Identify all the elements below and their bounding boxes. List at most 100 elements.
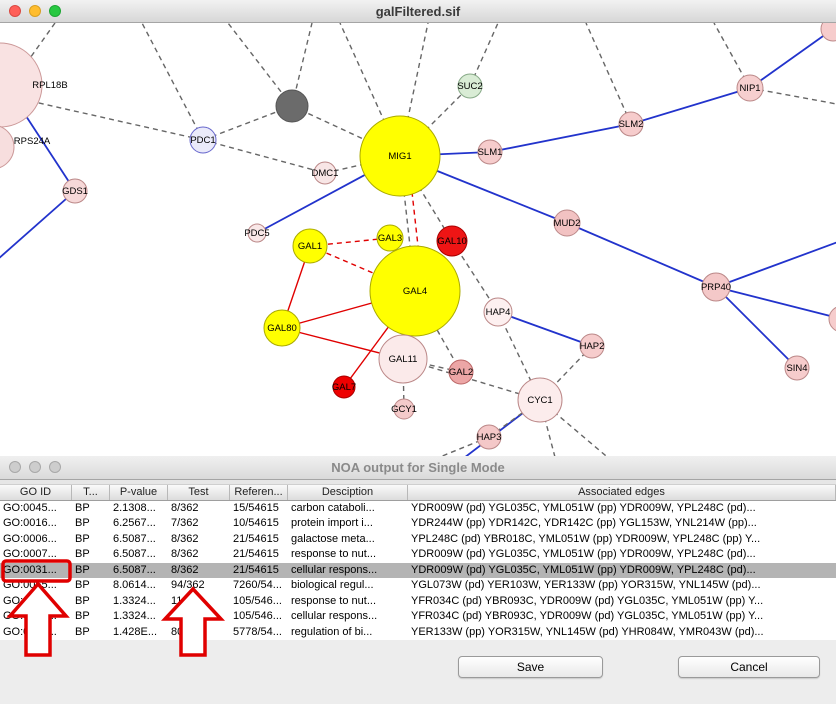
edge-SLM2-NIP1	[631, 88, 750, 124]
node-label-GAL7: GAL7	[332, 382, 356, 393]
edge-PRP40-right-node	[716, 287, 836, 319]
edge-PRP40-offscreen	[716, 239, 836, 287]
zoom-button[interactable]	[49, 5, 61, 17]
table-cell: 105/546...	[230, 594, 288, 610]
table-header: GO IDT...P-valueTestReferen...Desciption…	[0, 484, 836, 501]
node-label-PDC5: PDC5	[244, 228, 269, 239]
node-label-HAP2: HAP2	[580, 341, 605, 352]
table-cell: GO:0009...	[0, 594, 72, 610]
table-cell: 21/54615	[230, 547, 288, 563]
graph-window: galFiltered.sif RPL18BRPS24AGDS1PDC1DMC1…	[0, 0, 836, 456]
zoom-button[interactable]	[49, 461, 61, 473]
graph-window-titlebar[interactable]: galFiltered.sif	[0, 0, 836, 23]
table-cell: YDR009W (pd) YGL035C, YML051W (pp) YDR00…	[408, 501, 836, 517]
table-cell: BP	[72, 578, 110, 594]
edge-SLM1-SLM2	[490, 124, 631, 152]
node-label-SIN4: SIN4	[786, 363, 807, 374]
node-label-CYC1: CYC1	[527, 395, 552, 406]
table-cell: 6.2567...	[110, 516, 168, 532]
table-row[interactable]: GO:0019...BP1.428E...80/3625778/54...reg…	[0, 625, 836, 641]
node-right-node[interactable]	[829, 306, 836, 332]
minimize-button[interactable]	[29, 461, 41, 473]
table-row[interactable]: GO:0009...BP1.3324...11/362105/546...res…	[0, 594, 836, 610]
column-header-t-[interactable]: T...	[72, 485, 110, 500]
node-topright-node[interactable]	[821, 23, 836, 41]
table-cell: YGL073W (pd) YER103W, YER133W (pp) YOR31…	[408, 578, 836, 594]
node-label-NIP1: NIP1	[739, 83, 760, 94]
table-cell: YDR009W (pd) YGL035C, YML051W (pp) YDR00…	[408, 563, 836, 579]
node-RPS24A[interactable]	[0, 125, 14, 169]
edge-PDC1-DMC1	[203, 140, 325, 173]
table-cell: 11/362	[168, 594, 230, 610]
column-header-go-id[interactable]: GO ID	[0, 485, 72, 500]
column-header-referen-[interactable]: Referen...	[230, 485, 288, 500]
table-cell: galactose meta...	[288, 532, 408, 548]
table-cell: 5778/54...	[230, 625, 288, 641]
column-header-desciption[interactable]: Desciption	[288, 485, 408, 500]
cancel-button[interactable]: Cancel	[678, 656, 820, 678]
table-cell: BP	[72, 609, 110, 625]
table-cell: 7260/54...	[230, 578, 288, 594]
table-body: GO:0045...BP2.1308...8/36215/54615carbon…	[0, 501, 836, 641]
table-cell: GO:0019...	[0, 625, 72, 641]
table-cell: YFR034C (pd) YBR093C, YDR009W (pd) YGL03…	[408, 609, 836, 625]
save-button[interactable]: Save	[458, 656, 603, 678]
table-cell: 2.1308...	[110, 501, 168, 517]
table-cell: YFR034C (pd) YBR093C, YDR009W (pd) YGL03…	[408, 594, 836, 610]
table-row[interactable]: GO:0031...BP1.3324...11/362105/546...cel…	[0, 609, 836, 625]
node-label-HAP4: HAP4	[486, 307, 511, 318]
table-cell: 10/54615	[230, 516, 288, 532]
table-row[interactable]: GO:0016...BP6.2567...7/36210/54615protei…	[0, 516, 836, 532]
button-bar: Save Cancel	[0, 640, 836, 704]
table-cell: 21/54615	[230, 532, 288, 548]
table-cell: 8/362	[168, 547, 230, 563]
column-header-associated-edges[interactable]: Associated edges	[408, 485, 836, 500]
table-row[interactable]: GO:0007...BP6.5087...8/36221/54615respon…	[0, 547, 836, 563]
table-cell: 80/362	[168, 625, 230, 641]
table-row[interactable]: GO:0045...BP2.1308...8/36215/54615carbon…	[0, 501, 836, 517]
noa-window-titlebar[interactable]: NOA output for Single Mode	[0, 456, 836, 480]
table-cell: GO:0031...	[0, 563, 72, 579]
column-header-test[interactable]: Test	[168, 485, 230, 500]
table-cell: 8/362	[168, 563, 230, 579]
close-button[interactable]	[9, 461, 21, 473]
column-header-p-value[interactable]: P-value	[110, 485, 168, 500]
table-cell: GO:0007...	[0, 547, 72, 563]
network-canvas[interactable]: RPL18BRPS24AGDS1PDC1DMC1MIG1SUC2SLM1SLM2…	[0, 23, 836, 456]
table-cell: 7/362	[168, 516, 230, 532]
edge-GDS1-offscreen	[0, 191, 75, 275]
node-label-MIG1: MIG1	[388, 151, 411, 162]
edge-offscreen-PDC1	[30, 101, 203, 140]
close-button[interactable]	[9, 5, 21, 17]
minimize-button[interactable]	[29, 5, 41, 17]
table-row[interactable]: GO:0065...BP8.0614...94/3627260/54...bio…	[0, 578, 836, 594]
node-label-RPL18B: RPL18B	[32, 80, 67, 91]
edge-MUD2-PRP40	[567, 223, 716, 287]
node-label-SLM2: SLM2	[619, 119, 644, 130]
edge-PDC1-offscreen	[142, 23, 203, 140]
table-cell: 11/362	[168, 609, 230, 625]
table-cell: GO:0031...	[0, 609, 72, 625]
node-label-GAL1: GAL1	[298, 241, 322, 252]
table-cell: GO:0016...	[0, 516, 72, 532]
table-cell: GO:0006...	[0, 532, 72, 548]
node-grayn[interactable]	[276, 90, 308, 122]
table-cell: 8.0614...	[110, 578, 168, 594]
table-cell: regulation of bi...	[288, 625, 408, 641]
table-row[interactable]: GO:0006...BP6.5087...8/36221/54615galact…	[0, 532, 836, 548]
table-cell: 21/54615	[230, 563, 288, 579]
table-row[interactable]: GO:0031...BP6.5087...8/36221/54615cellul…	[0, 563, 836, 579]
node-label-GAL3: GAL3	[378, 233, 402, 244]
noa-window: NOA output for Single Mode GO IDT...P-va…	[0, 456, 836, 704]
table-cell: 1.3324...	[110, 609, 168, 625]
node-label-GAL80: GAL80	[267, 323, 297, 334]
node-label-PDC1: PDC1	[190, 135, 215, 146]
table-cell: cellular respons...	[288, 609, 408, 625]
table-cell: BP	[72, 532, 110, 548]
node-label-HAP3: HAP3	[477, 432, 502, 443]
edge-HAP4-HAP2	[498, 312, 592, 346]
table-cell: YDR244W (pp) YDR142C, YDR142C (pp) YGL15…	[408, 516, 836, 532]
table-cell: 8/362	[168, 532, 230, 548]
table-cell: 6.5087...	[110, 532, 168, 548]
table-cell: 105/546...	[230, 609, 288, 625]
